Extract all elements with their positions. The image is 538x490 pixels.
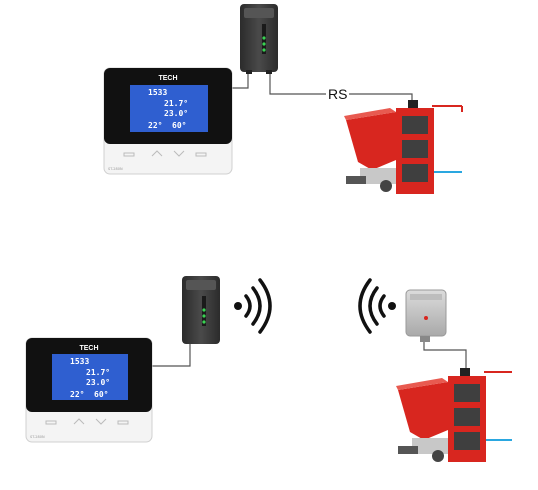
- rs-connection-label: RS: [326, 86, 350, 102]
- wireless-signal-icon: [358, 278, 396, 334]
- communication-module-bottom: [182, 276, 220, 344]
- communication-module-top: [240, 4, 278, 74]
- boiler-top: [344, 100, 463, 194]
- lcd-row3b: 60°: [94, 390, 108, 399]
- lcd-row3b: 60°: [172, 121, 186, 130]
- wireless-receiver: [405, 289, 447, 342]
- room-controller-bottom: TECH 1533 21.7° 23.0° 22° 60° ST-280N: [25, 337, 153, 443]
- controller-model: ST-280N: [108, 167, 123, 171]
- lcd-row2a: 21.7°: [86, 368, 110, 377]
- lcd-row2a: 21.7°: [164, 99, 188, 108]
- room-controller-top: TECH 1533 21.7° 23.0° 22° 60° ST-280N: [103, 67, 233, 175]
- lcd-row2b: 23.0°: [164, 109, 188, 118]
- wires-bottom: [150, 340, 467, 372]
- lcd-row1: 1533: [148, 88, 167, 97]
- boiler-bottom: [396, 368, 512, 462]
- controller-brand: TECH: [158, 75, 177, 82]
- wireless-signal-icon: [234, 278, 272, 334]
- controller-model: ST-280N: [30, 435, 45, 439]
- rs-wires: [232, 70, 413, 104]
- lcd-row1: 1533: [70, 357, 89, 366]
- controller-brand: TECH: [79, 345, 98, 352]
- lcd-row2b: 23.0°: [86, 378, 110, 387]
- lcd-row3a: 22°: [70, 390, 84, 399]
- lcd-row3a: 22°: [148, 121, 162, 130]
